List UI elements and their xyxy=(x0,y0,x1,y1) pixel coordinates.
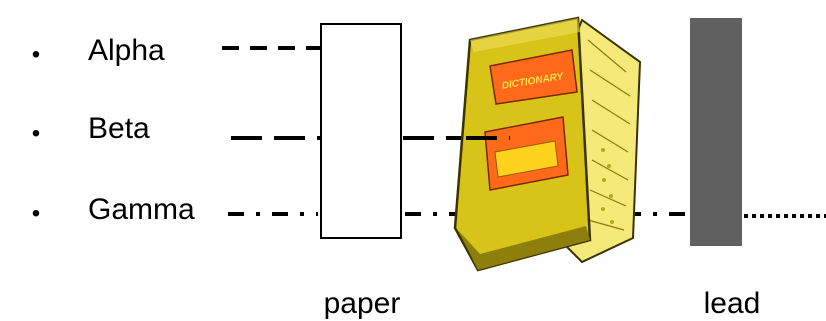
lead-label: lead xyxy=(704,287,761,320)
gamma-label: Gamma xyxy=(88,193,195,226)
paper-label: paper xyxy=(324,287,401,320)
dictionary-book-icon: DICTIONARY xyxy=(453,16,642,272)
paper-barrier xyxy=(320,23,402,239)
beta-bullet: • xyxy=(32,120,40,147)
gamma-bullet: • xyxy=(32,200,40,227)
lead-barrier xyxy=(690,18,742,246)
alpha-bullet: • xyxy=(32,41,40,68)
beta-label: Beta xyxy=(88,112,150,145)
alpha-label: Alpha xyxy=(88,34,165,67)
